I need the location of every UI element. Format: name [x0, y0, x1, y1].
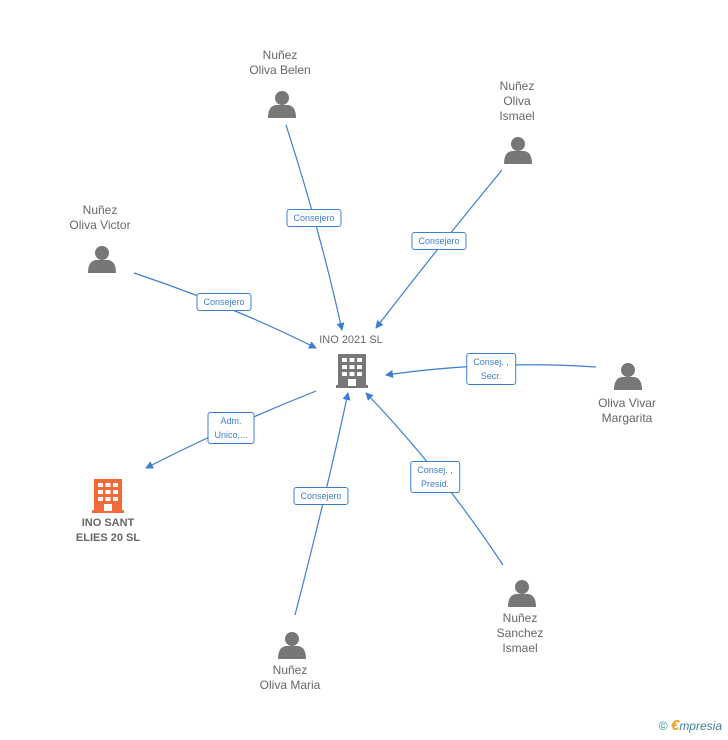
person-icon-ismael2[interactable] [508, 580, 536, 607]
brand-name: mpresia [679, 719, 722, 733]
building-icon-sub[interactable] [92, 479, 124, 513]
brand-e-icon: € [670, 717, 680, 734]
edge-label-maria: Consejero [293, 487, 349, 505]
person-icon-victor[interactable] [88, 246, 116, 273]
person-icon-ismael1[interactable] [504, 137, 532, 164]
copyright-symbol: © [658, 719, 668, 733]
edge-belen [285, 124, 345, 331]
brand-logo: © €mpresia [659, 717, 722, 734]
edge-label-victor: Consejero [196, 293, 252, 311]
person-label-maria[interactable]: Nuñez Oliva Maria [259, 663, 321, 692]
person-icon-belen[interactable] [268, 91, 296, 118]
edge-label-sub: Adm. Unico,... [207, 412, 255, 444]
company-label-main[interactable]: INO 2021 SL [319, 334, 383, 346]
edge-label-margarita: Consej. , Secr. [466, 353, 516, 385]
edge-label-ismael1: Consejero [411, 232, 467, 250]
person-label-ismael1[interactable]: Nuñez Oliva Ismael [499, 79, 535, 123]
person-label-belen[interactable]: Nuñez Oliva Belen [249, 48, 311, 77]
edge-label-belen: Consejero [286, 209, 342, 227]
edge-label-ismael2: Consej. , Presid. [410, 461, 460, 493]
person-icon-maria[interactable] [278, 632, 306, 659]
person-label-victor[interactable]: Nuñez Oliva Victor [69, 203, 131, 232]
person-icon-margarita[interactable] [614, 363, 642, 390]
building-icon-main[interactable] [336, 354, 368, 388]
company-label-sub[interactable]: INO SANT ELIES 20 SL [75, 517, 141, 544]
person-label-ismael2[interactable]: Nuñez Sanchez Ismael [496, 611, 544, 655]
person-label-margarita[interactable]: Oliva Vivar Margarita [598, 396, 656, 425]
